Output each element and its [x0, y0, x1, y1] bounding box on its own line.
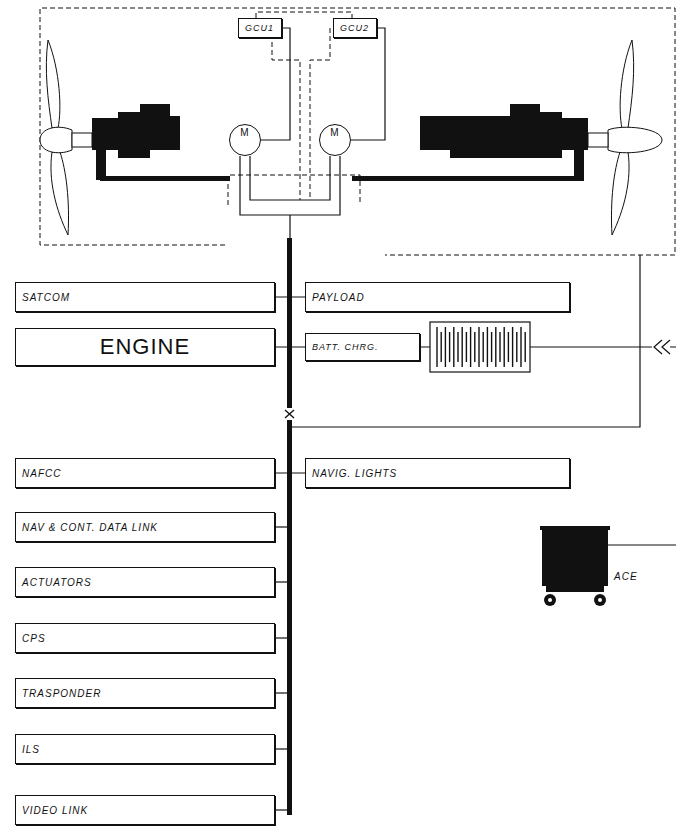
box-label: M [330, 127, 339, 138]
box-label: GCU1 [245, 23, 274, 33]
equipment-box: CPS [15, 623, 275, 653]
motor-circle: M [319, 124, 351, 156]
dashed-boundary [40, 8, 675, 255]
box-label: M [240, 127, 249, 138]
box-label: ILS [22, 744, 40, 755]
control-wire [351, 28, 385, 140]
equipment-box: TRASPONDER [15, 678, 275, 708]
engine-left [92, 104, 230, 181]
equipment-box: BATT. CHRG. [305, 333, 420, 361]
box-label: CPS [22, 633, 46, 644]
box-label: TRASPONDER [22, 688, 101, 699]
return-wire [292, 255, 640, 427]
box-label: ACTUATORS [22, 577, 92, 588]
equipment-box: NAV & CONT. DATA LINK [15, 512, 275, 542]
box-label: ENGINE [100, 334, 190, 360]
power-wire [240, 156, 340, 240]
box-label: SATCOM [22, 292, 70, 303]
equipment-box: ACTUATORS [15, 567, 275, 597]
engine-right [352, 104, 588, 181]
box-label: PAYLOAD [312, 292, 365, 303]
box-label: VIDEO LINK [22, 805, 88, 816]
ground-plug [654, 340, 676, 354]
motor-circle: M [229, 124, 261, 156]
equipment-label: ACE [614, 571, 638, 582]
box-label: NAFCC [22, 468, 61, 479]
box-label: NAV & CONT. DATA LINK [22, 522, 158, 533]
box-label: NAVIG. LIGHTS [312, 468, 397, 479]
box-label: GCU2 [340, 23, 369, 33]
propeller-right [588, 40, 662, 235]
equipment-box: SATCOM [15, 282, 275, 312]
control-unit-box: GCU2 [333, 18, 377, 38]
control-unit-box: GCU1 [238, 18, 282, 38]
propeller-left [40, 40, 92, 235]
equipment-box: ILS [15, 734, 275, 764]
equipment-box: NAVIG. LIGHTS [305, 458, 570, 488]
battery-pack [420, 322, 652, 372]
equipment-box: VIDEO LINK [15, 795, 275, 825]
equipment-box: PAYLOAD [305, 282, 570, 312]
control-wire [261, 28, 290, 140]
equipment-box: NAFCC [15, 458, 275, 488]
bus-stub [275, 297, 305, 810]
ace-cart [540, 526, 676, 606]
box-label: BATT. CHRG. [312, 342, 379, 352]
equipment-box: ENGINE [15, 328, 275, 366]
